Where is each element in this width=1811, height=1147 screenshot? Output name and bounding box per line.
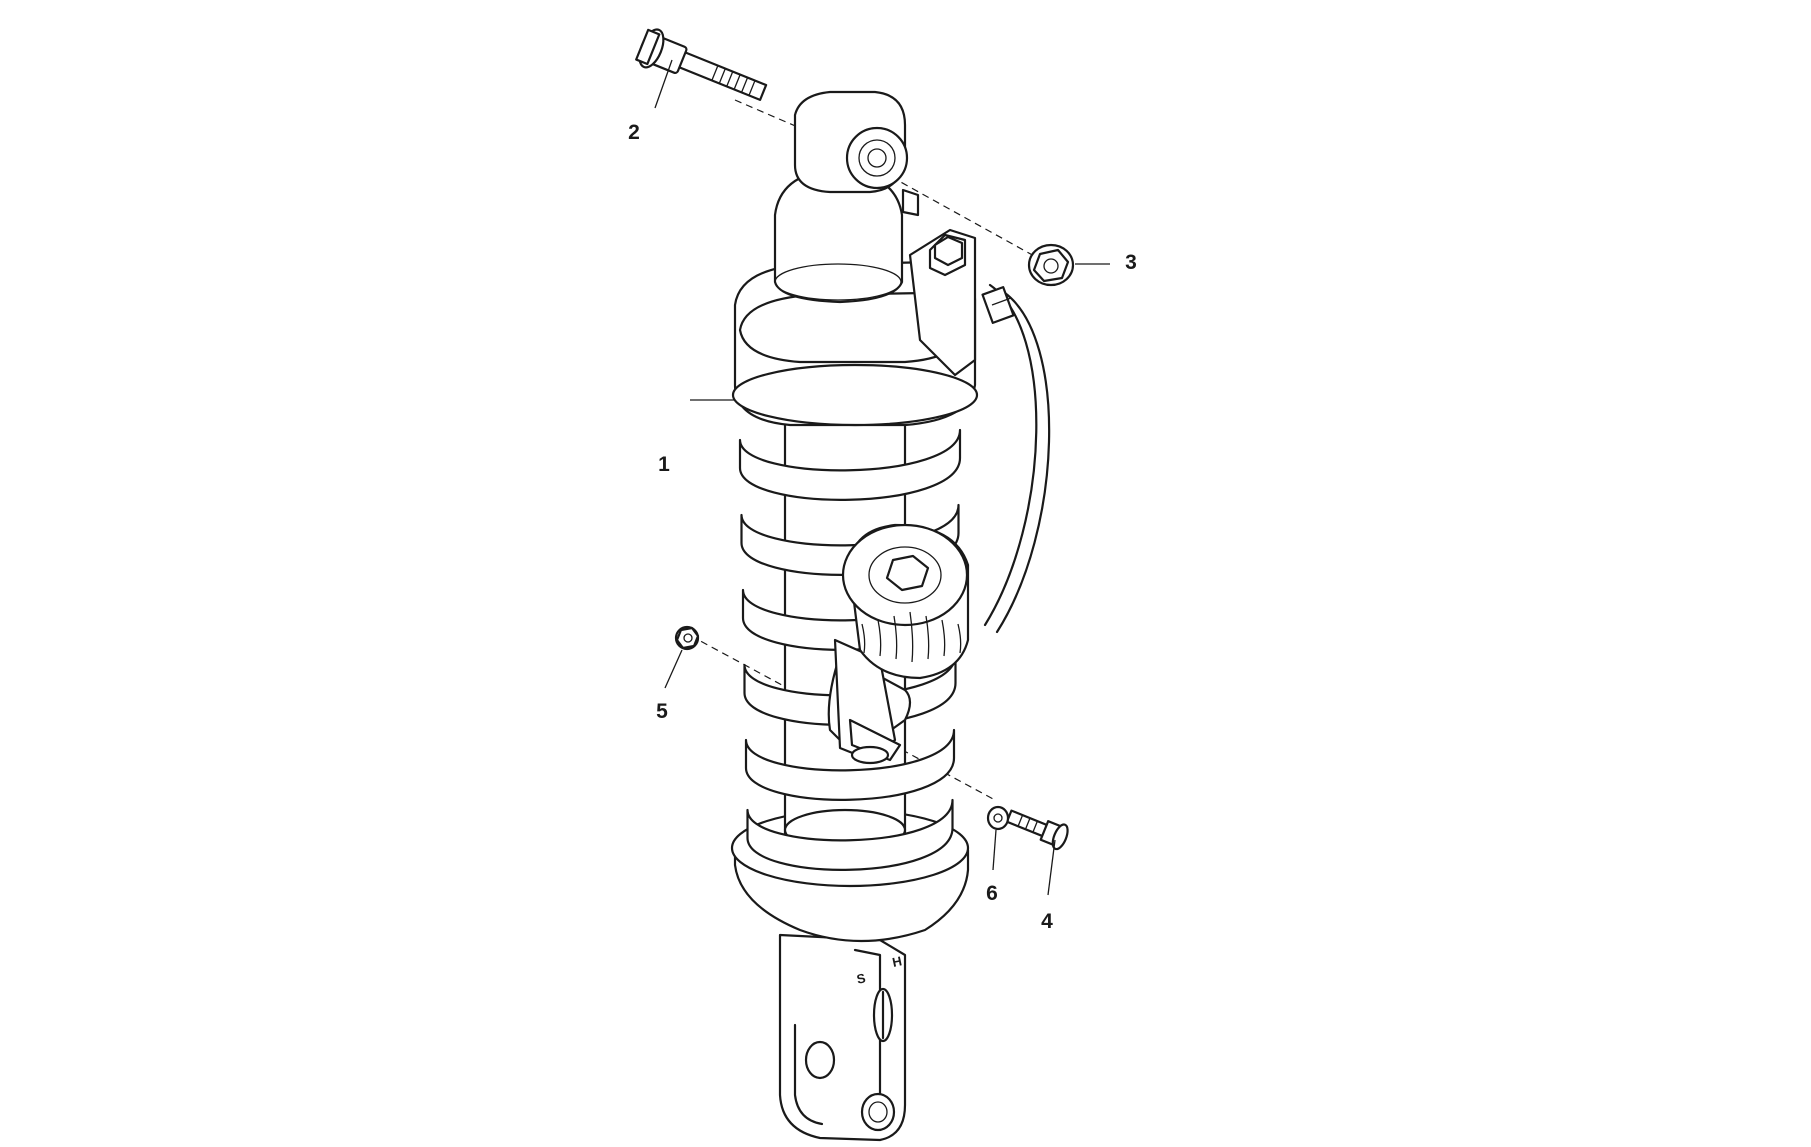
reservoir-bolt — [1005, 809, 1069, 851]
spring-coil — [744, 728, 956, 801]
callout-2: 2 — [628, 121, 640, 144]
marking-s: S — [855, 970, 867, 987]
lower-clevis: S H — [778, 933, 907, 1142]
upper-flange-nut — [1027, 243, 1075, 287]
knob-rib — [909, 611, 914, 663]
reservoir-nut — [674, 625, 700, 651]
knob-rib — [925, 615, 930, 660]
upper-mounting-bolt — [635, 28, 768, 101]
callout-5: 5 — [656, 700, 668, 723]
shock-absorber-part: S H — [730, 90, 979, 1142]
callout-6: 6 — [986, 882, 998, 905]
spring-coil — [746, 798, 954, 871]
knob-rib — [941, 619, 946, 657]
knob-rib — [861, 623, 866, 654]
callout-numbers: 1 2 3 4 5 6 — [628, 121, 1137, 933]
spring-coil — [738, 428, 962, 501]
preload-adjuster-reservoir — [827, 523, 970, 765]
knob-rib — [877, 619, 882, 657]
callout-4: 4 — [1041, 910, 1053, 933]
reservoir-hose — [981, 283, 1051, 634]
alignment-lines — [679, 99, 1046, 801]
knob-rib — [957, 623, 962, 654]
knob-rib — [893, 615, 898, 660]
reservoir-washer — [986, 805, 1010, 831]
top-eye-bushing — [793, 90, 920, 217]
top-mount-head — [731, 168, 979, 427]
marking-h: H — [891, 953, 903, 970]
callout-3: 3 — [1125, 251, 1137, 274]
callout-1: 1 — [658, 453, 670, 476]
leader-lines — [654, 59, 1110, 896]
